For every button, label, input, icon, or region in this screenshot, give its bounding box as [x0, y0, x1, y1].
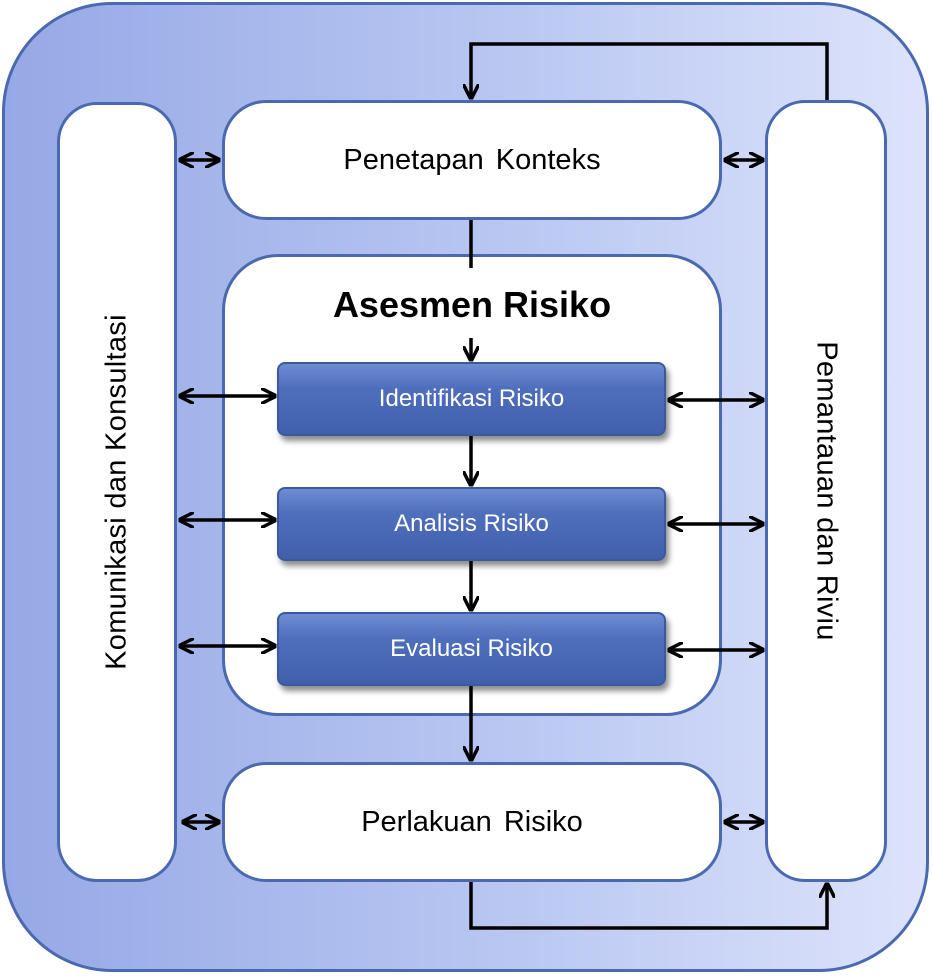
evaluasi-risiko-step: Evaluasi Risiko — [277, 612, 666, 686]
asesmen-risiko-title: Asesmen Risiko — [332, 284, 612, 325]
pemantauan-riviu-panel: Pemantauan dan Riviu — [765, 100, 887, 882]
evaluasi-risiko-label: Evaluasi Risiko — [390, 635, 553, 662]
penetapan-konteks-label: Penetapan Konteks — [343, 143, 601, 176]
loop-top-arrow — [471, 42, 829, 100]
loop-bottom-arrow — [469, 882, 827, 930]
analisis-risiko-step: Analisis Risiko — [277, 487, 666, 561]
identifikasi-risiko-step: Identifikasi Risiko — [277, 362, 666, 436]
penetapan-konteks-box: Penetapan Konteks — [222, 100, 722, 220]
perlakuan-risiko-box: Perlakuan Risiko — [222, 762, 722, 882]
analisis-risiko-label: Analisis Risiko — [394, 510, 549, 537]
perlakuan-risiko-label: Perlakuan Risiko — [361, 805, 583, 838]
komunikasi-konsultasi-panel: Komunikasi dan Konsultasi — [57, 102, 177, 882]
identifikasi-risiko-label: Identifikasi Risiko — [378, 385, 565, 412]
